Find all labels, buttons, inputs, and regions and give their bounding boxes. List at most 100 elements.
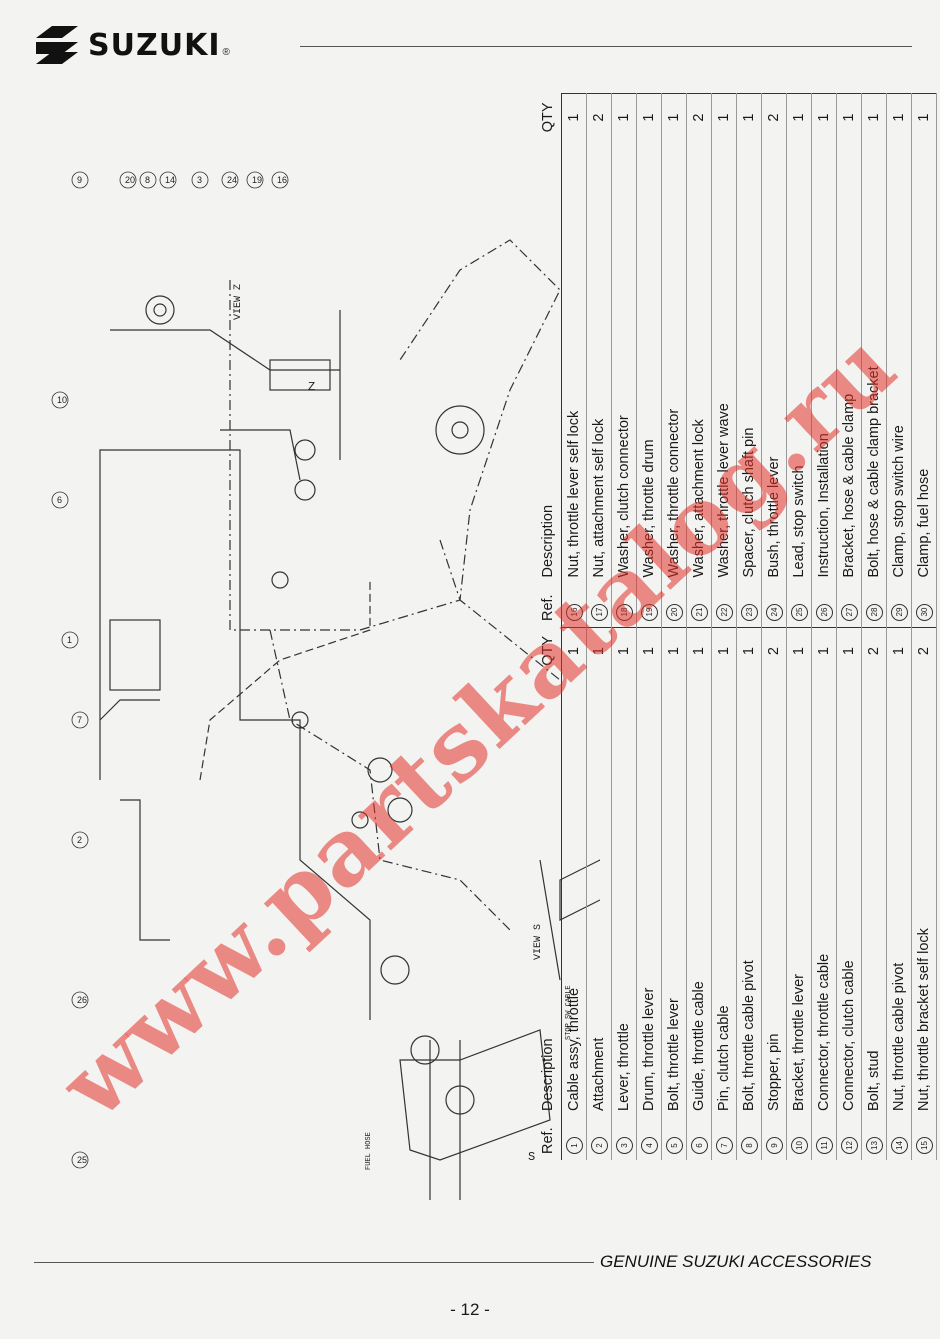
arrow-s: S bbox=[528, 1150, 535, 1164]
callout: 25 bbox=[71, 1151, 89, 1169]
svg-text:20: 20 bbox=[125, 175, 135, 185]
description-cell: Stopper, pin bbox=[761, 674, 787, 1117]
callout: 8 bbox=[139, 171, 157, 189]
qty-cell: 2 bbox=[861, 627, 887, 675]
description-cell: Nut, throttle lever self lock bbox=[561, 141, 587, 584]
registered-mark: ® bbox=[222, 46, 230, 58]
ref-number: 9 bbox=[766, 1137, 783, 1154]
qty-cell: 1 bbox=[886, 93, 912, 142]
header-rule bbox=[300, 46, 912, 47]
callout: 10 bbox=[51, 391, 69, 409]
description-cell: Bolt, stud bbox=[861, 674, 887, 1117]
ref-number: 23 bbox=[741, 603, 758, 621]
callout: 14 bbox=[159, 171, 177, 189]
ref-cell: 15 bbox=[911, 1117, 937, 1160]
suzuki-s-mark-icon bbox=[36, 26, 78, 64]
description-cell: Nut, throttle cable pivot bbox=[886, 674, 912, 1117]
qty-cell: 1 bbox=[811, 627, 837, 675]
ref-number: 10 bbox=[791, 1137, 808, 1154]
description-cell: Nut, attachment self lock bbox=[586, 141, 612, 584]
ref-cell: 2 bbox=[586, 1117, 612, 1160]
footer-rule bbox=[34, 1262, 594, 1263]
ref-number: 6 bbox=[691, 1137, 708, 1154]
svg-text:24: 24 bbox=[227, 175, 237, 185]
arrow-z: Z bbox=[308, 380, 315, 394]
ref-number: 3 bbox=[616, 1137, 633, 1154]
ref-cell: 7 bbox=[711, 1117, 737, 1160]
ref-cell: 1 bbox=[561, 1117, 587, 1160]
qty-header: QTY bbox=[535, 93, 562, 142]
ref-cell: 26 bbox=[811, 583, 837, 628]
ref-cell: 5 bbox=[661, 1117, 687, 1160]
stop-sw-label: STOP SW CABLE bbox=[565, 985, 573, 1040]
view-s-label: VIEW S bbox=[533, 924, 544, 960]
ref-cell: 24 bbox=[761, 583, 787, 628]
ref-number: 5 bbox=[666, 1137, 683, 1154]
ref-number: 11 bbox=[816, 1137, 833, 1154]
qty-cell: 1 bbox=[711, 93, 737, 142]
description-cell: Bolt, throttle lever bbox=[661, 674, 687, 1117]
parts-diagram: 9 20 8 14 3 24 19 16 10 6 1 7 2 26 25 VI… bbox=[51, 171, 600, 1200]
ref-number: 4 bbox=[641, 1137, 658, 1154]
ref-number: 15 bbox=[916, 1137, 933, 1154]
qty-cell: 1 bbox=[661, 627, 687, 675]
ref-cell: 9 bbox=[761, 1117, 787, 1160]
qty-cell: 1 bbox=[811, 93, 837, 142]
description-cell: Bolt, throttle cable pivot bbox=[736, 674, 762, 1117]
qty-cell: 1 bbox=[636, 93, 662, 142]
ref-cell: 13 bbox=[861, 1117, 887, 1160]
ref-cell: 27 bbox=[836, 583, 862, 628]
qty-cell: 1 bbox=[786, 93, 812, 142]
ref-number: 13 bbox=[866, 1137, 883, 1154]
svg-text:19: 19 bbox=[252, 175, 262, 185]
view-z-label: VIEW Z bbox=[233, 284, 244, 320]
description-cell: Bracket, throttle lever bbox=[786, 674, 812, 1117]
description-cell: Nut, throttle bracket self lock bbox=[911, 674, 937, 1117]
svg-text:26: 26 bbox=[77, 995, 87, 1005]
page-number: - 12 - bbox=[450, 1300, 490, 1319]
callout: 1 bbox=[61, 631, 79, 649]
ref-cell: 4 bbox=[636, 1117, 662, 1160]
footer-tagline: GENUINE SUZUKI ACCESSORIES bbox=[600, 1252, 872, 1271]
callout: 26 bbox=[71, 991, 89, 1009]
fuel-hose-label: FUEL HOSE bbox=[365, 1132, 373, 1170]
qty-cell: 1 bbox=[661, 93, 687, 142]
svg-text:10: 10 bbox=[57, 395, 67, 405]
ref-cell: 12 bbox=[836, 1117, 862, 1160]
ref-number: 8 bbox=[741, 1137, 758, 1154]
description-cell: Lever, throttle bbox=[611, 674, 637, 1117]
ref-number: 28 bbox=[866, 603, 883, 621]
svg-text:14: 14 bbox=[165, 175, 175, 185]
ref-number: 27 bbox=[841, 603, 858, 621]
ref-number: 21 bbox=[691, 603, 708, 621]
ref-cell: 3 bbox=[611, 1117, 637, 1160]
ref-number: 24 bbox=[766, 603, 783, 621]
qty-cell: 1 bbox=[861, 93, 887, 142]
description-cell: Pin, clutch cable bbox=[711, 674, 737, 1117]
qty-cell: 1 bbox=[611, 93, 637, 142]
svg-text:16: 16 bbox=[277, 175, 287, 185]
ref-number: 29 bbox=[891, 603, 908, 621]
qty-cell: 1 bbox=[686, 627, 712, 675]
brand-name: SUZUKI bbox=[88, 27, 221, 63]
description-cell: Clamp, fuel hose bbox=[911, 141, 937, 584]
ref-number: 2 bbox=[591, 1137, 608, 1154]
description-cell: Attachment bbox=[586, 674, 612, 1117]
description-cell: Cable assy, throttle bbox=[561, 674, 587, 1117]
ref-number: 25 bbox=[791, 603, 808, 621]
svg-text:3: 3 bbox=[197, 175, 202, 185]
qty-cell: 1 bbox=[786, 627, 812, 675]
qty-cell: 2 bbox=[686, 93, 712, 142]
callout: 16 bbox=[271, 171, 289, 189]
description-cell: Connector, clutch cable bbox=[836, 674, 862, 1117]
ref-number: 30 bbox=[916, 603, 933, 621]
callout: 2 bbox=[71, 831, 89, 849]
